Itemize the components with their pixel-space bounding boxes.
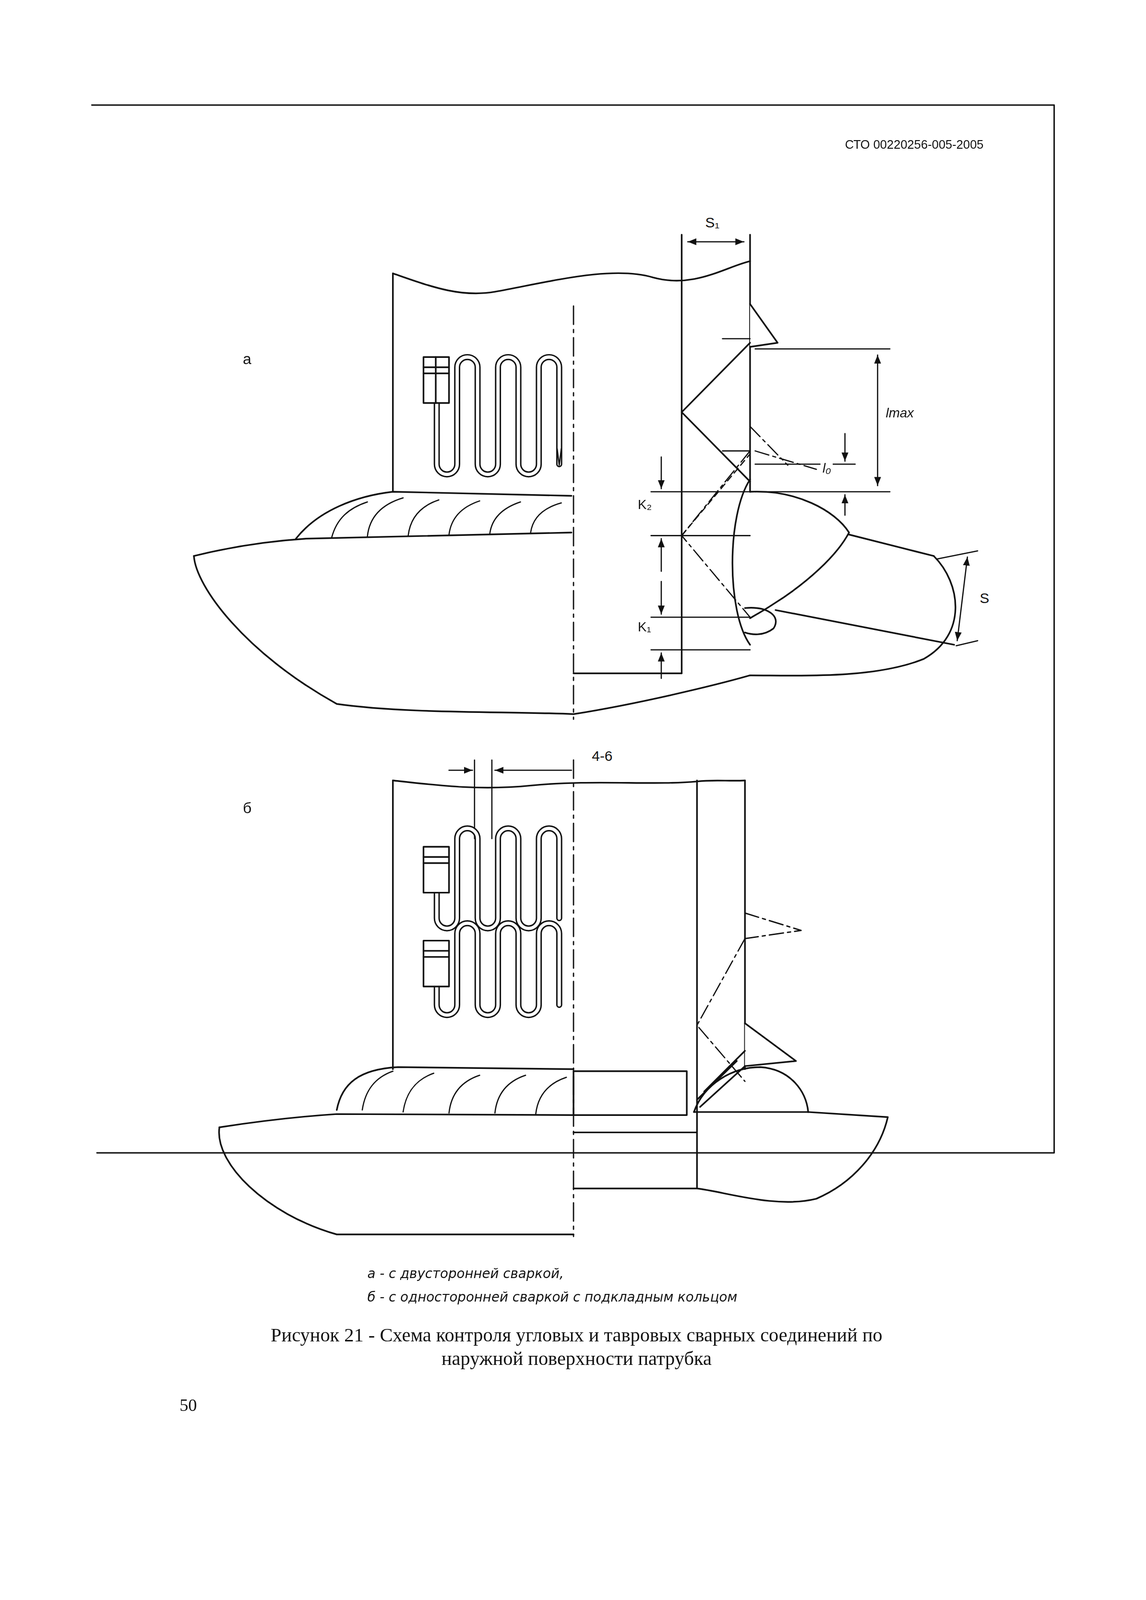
figure-caption: Рисунок 21 - Схема контроля угловых и та… [239, 1324, 914, 1372]
dimension-label: S [977, 589, 991, 607]
figure-letter: б [242, 799, 252, 817]
dimension-label: K₂ [635, 498, 655, 514]
dimension-label: S₁ [703, 214, 722, 231]
legend-note: а - с двусторонней сваркой, [367, 1267, 564, 1283]
page-number: 50 [179, 1396, 197, 1417]
document-code: СТО 00220256-005-2005 [845, 138, 984, 153]
figure-letter: а [242, 349, 252, 368]
dimension-label: l₀ [820, 461, 834, 477]
dimension-label: 4-6 [589, 748, 615, 765]
dimension-label: K₁ [635, 620, 654, 636]
dimension-label: lmax [883, 405, 917, 422]
legend-note: б - с односторонней сваркой с подкладным… [367, 1290, 738, 1307]
